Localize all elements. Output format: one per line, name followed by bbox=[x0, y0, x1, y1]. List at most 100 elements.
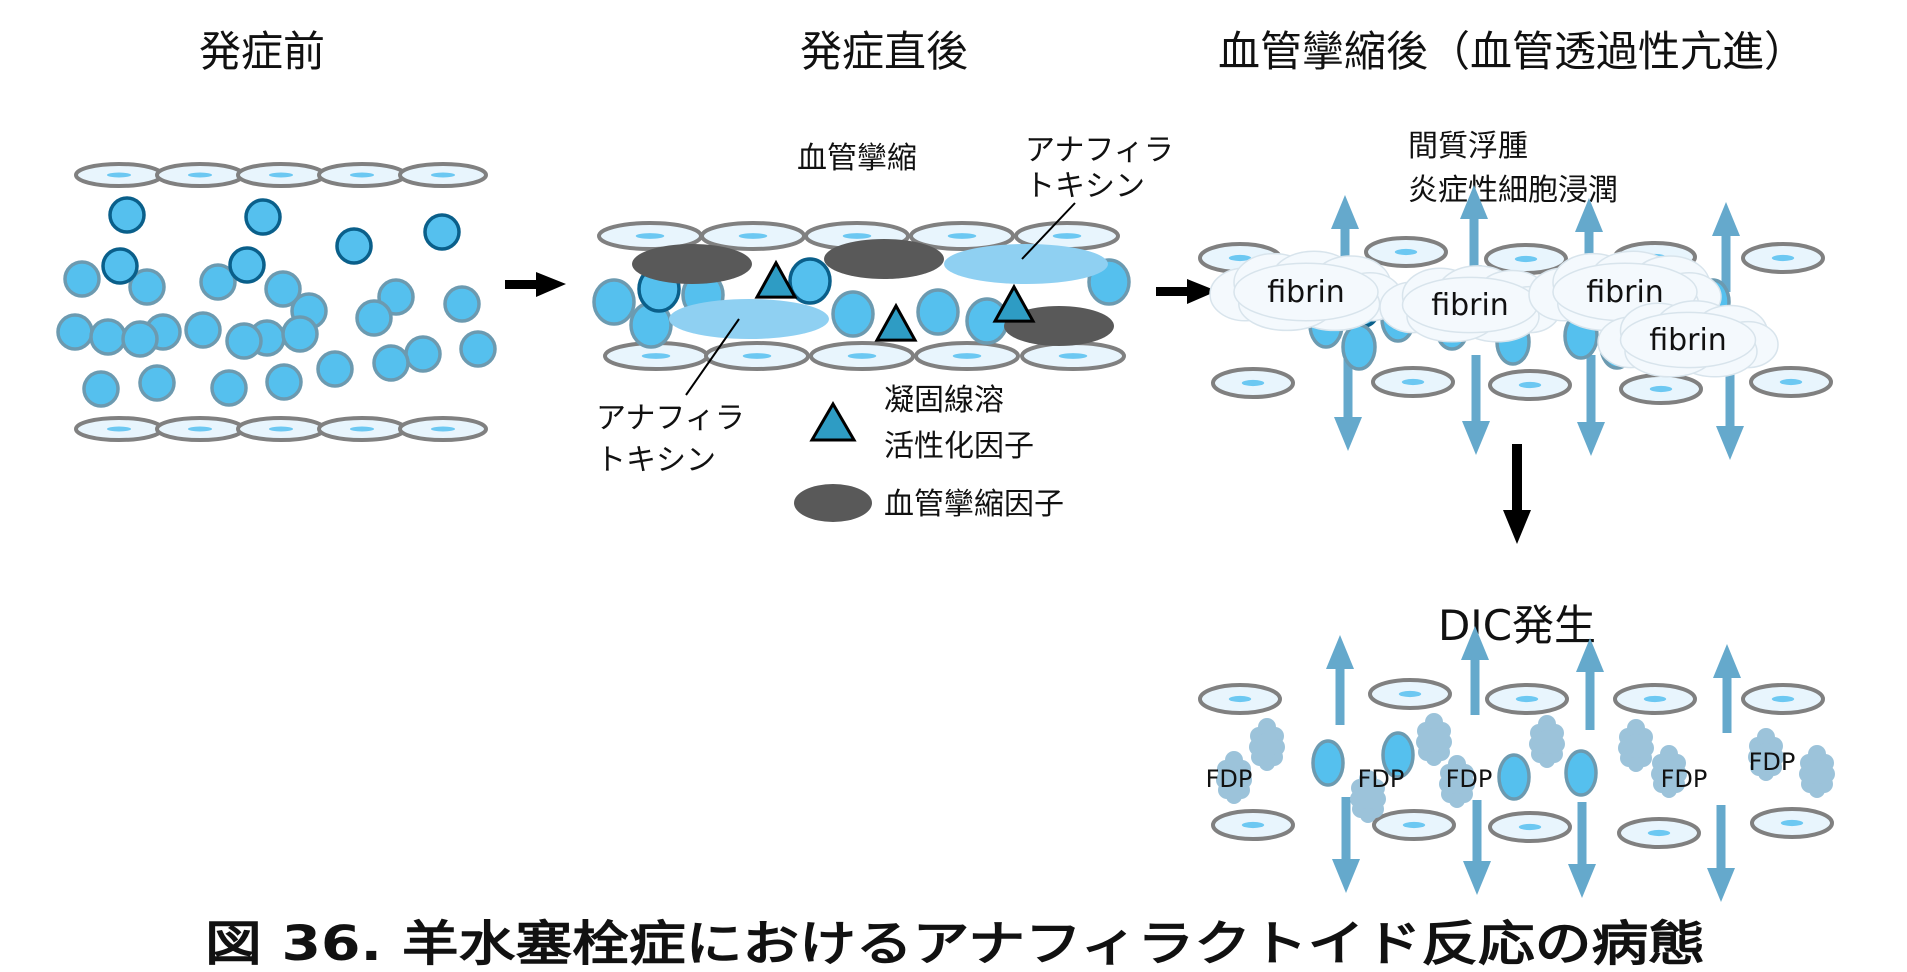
arrow-shaft bbox=[1716, 805, 1726, 870]
blood-cell bbox=[1381, 731, 1415, 779]
blood-cell bbox=[1341, 323, 1377, 371]
blood-cell bbox=[225, 322, 263, 360]
blood-cell bbox=[265, 363, 303, 401]
heading-after-vasospasm: 血管攣縮後（血管透過性亢進） bbox=[1218, 27, 1806, 76]
fdp-puff bbox=[1356, 785, 1380, 809]
endothelial-cell bbox=[74, 162, 164, 188]
vasoconstrictor bbox=[632, 244, 752, 284]
arrow-shaft bbox=[1343, 340, 1353, 419]
arrow-shaft bbox=[1722, 676, 1732, 733]
endothelial-cell bbox=[1372, 809, 1456, 841]
arrow-head bbox=[1716, 426, 1744, 460]
endothelial-nucleus bbox=[742, 353, 772, 359]
arrow-shaft bbox=[1586, 355, 1596, 424]
endothelial-nucleus bbox=[738, 233, 768, 239]
fdp-fragment bbox=[1618, 719, 1654, 772]
fibrin-cloud: fibrin bbox=[1597, 300, 1779, 378]
arrow-shaft bbox=[1471, 355, 1481, 423]
blood-cell bbox=[355, 299, 393, 337]
endothelial-cell bbox=[236, 162, 326, 188]
endothelial-cell bbox=[155, 416, 245, 442]
cloud-core bbox=[1407, 282, 1533, 328]
heading-immediately-after-onset: 発症直後 bbox=[800, 27, 968, 76]
panel-immediately-after bbox=[592, 221, 1131, 371]
endothelial-nucleus bbox=[847, 353, 877, 359]
endothelial-cell bbox=[74, 416, 164, 442]
blood-cell bbox=[89, 318, 127, 356]
fdp-label: FDP bbox=[1661, 765, 1708, 793]
endothelial-nucleus bbox=[1643, 695, 1667, 703]
fdp-puff bbox=[1426, 750, 1442, 766]
blood-cell bbox=[184, 311, 222, 349]
endothelial-nucleus bbox=[106, 426, 132, 432]
endothelial-cell bbox=[1488, 369, 1572, 401]
fdp-puff bbox=[1222, 766, 1246, 790]
fdp-fragment bbox=[1216, 751, 1252, 804]
endothelial-cell bbox=[1368, 678, 1452, 710]
endothelial-cell bbox=[1020, 341, 1126, 371]
fdp-puff bbox=[1535, 730, 1559, 754]
blood-cell-activated bbox=[423, 213, 461, 251]
blood-cell bbox=[281, 315, 319, 353]
endothelial-cell bbox=[1488, 811, 1572, 843]
arrow-head bbox=[1331, 195, 1359, 229]
permeability-arrow-down bbox=[1716, 360, 1744, 460]
arrow-right-1 bbox=[505, 272, 566, 297]
fdp-puff bbox=[1754, 743, 1778, 767]
label-anaphylatoxin-bottom-1: アナフィラ bbox=[596, 401, 745, 436]
endothelial-cell bbox=[1198, 683, 1282, 715]
arrow-shaft bbox=[1469, 217, 1479, 280]
endothelial-nucleus bbox=[1241, 821, 1265, 829]
endothelial-cell bbox=[809, 341, 915, 371]
blood-cell bbox=[210, 369, 248, 407]
coagulation-factor-triangle bbox=[754, 259, 798, 299]
endothelial-cell bbox=[317, 416, 407, 442]
endothelial-cell bbox=[704, 341, 810, 371]
fdp-puff bbox=[1657, 760, 1681, 784]
fibrin-cloud: fibrin bbox=[1209, 250, 1403, 332]
fdp-label: FDP bbox=[1749, 748, 1796, 776]
endothelial-nucleus bbox=[268, 172, 294, 178]
blood-cell bbox=[138, 364, 176, 402]
endothelial-cell bbox=[1364, 236, 1448, 268]
endothelial-nucleus bbox=[1771, 695, 1795, 703]
permeability-arrow-up bbox=[1576, 638, 1604, 730]
endothelial-cell bbox=[597, 221, 703, 251]
permeability-arrow-up bbox=[1712, 202, 1740, 292]
arrow-head bbox=[1460, 185, 1488, 219]
endothelial-nucleus bbox=[1401, 378, 1425, 386]
endothelial-cell bbox=[155, 162, 245, 188]
blood-cell bbox=[1497, 753, 1531, 801]
fdp-fragment bbox=[1416, 713, 1452, 766]
coagulation-factor-triangle bbox=[874, 302, 918, 342]
blood-cell bbox=[1311, 739, 1345, 787]
blood-cell bbox=[831, 290, 875, 338]
leader-line-top bbox=[1021, 202, 1076, 260]
endothelial-cell bbox=[398, 162, 488, 188]
label-inflammatory-infiltration: 炎症性細胞浸潤 bbox=[1408, 173, 1618, 208]
endothelial-nucleus bbox=[349, 426, 375, 432]
blood-cell bbox=[56, 313, 94, 351]
endothelial-cell bbox=[398, 416, 488, 442]
endothelial-cell bbox=[1371, 366, 1455, 398]
arrow-head bbox=[1577, 422, 1605, 456]
endothelial-cell bbox=[909, 221, 1015, 251]
endothelial-nucleus bbox=[1780, 819, 1804, 827]
fdp-label: FDP bbox=[1206, 765, 1253, 793]
fdp-puff bbox=[1661, 782, 1677, 798]
arrow-head bbox=[1712, 202, 1740, 236]
fdp-fragment bbox=[1439, 755, 1475, 808]
endothelial-nucleus bbox=[1398, 690, 1422, 698]
endothelial-nucleus bbox=[635, 233, 665, 239]
blood-cell bbox=[82, 370, 120, 408]
fibrin-label: fibrin bbox=[1649, 323, 1727, 358]
endothelial-nucleus bbox=[1771, 254, 1795, 262]
blood-cell-activated bbox=[228, 246, 266, 284]
legend-coagulation-label-1: 凝固線溶 bbox=[884, 383, 1004, 418]
fdp-puff bbox=[1805, 760, 1829, 784]
label-interstitial-edema: 間質浮腫 bbox=[1408, 129, 1528, 164]
arrow-shaft bbox=[1470, 658, 1480, 715]
endothelial-nucleus bbox=[1514, 255, 1538, 263]
